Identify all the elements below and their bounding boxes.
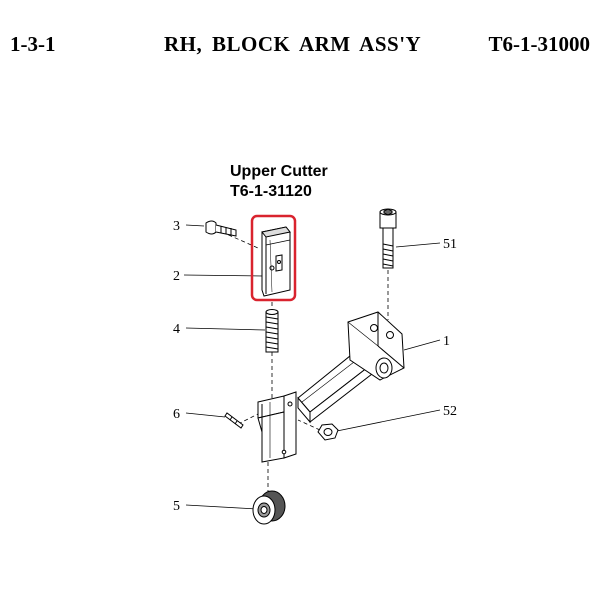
- callout-highlight-box: [250, 214, 297, 302]
- part-6-pin: [224, 412, 244, 429]
- part-1-bracket: [257, 391, 297, 463]
- part-1-block-arm: [297, 311, 405, 424]
- part-number-52: 52: [443, 404, 457, 419]
- assembly-code: T6-1-31000: [488, 32, 591, 56]
- part-4-threaded-stud: [265, 309, 279, 353]
- part-number-5: 5: [173, 499, 180, 514]
- callout-part-name: Upper Cutter: [230, 163, 328, 180]
- leader-lines: [183, 224, 441, 510]
- assembly-title: RH, BLOCK ARM ASS'Y: [164, 32, 422, 56]
- part-number-3: 3: [173, 219, 180, 234]
- part-52-hex-nut: [317, 423, 339, 441]
- part-5-roller-bearing: [252, 490, 286, 525]
- callout-part-code: T6-1-31120: [230, 183, 312, 200]
- part-number-1: 1: [443, 334, 450, 349]
- part-51-cap-screw: [379, 208, 397, 269]
- part-number-51: 51: [443, 237, 457, 252]
- part-number-6: 6: [173, 407, 180, 422]
- part-3-screw: [205, 220, 237, 237]
- part-number-4: 4: [173, 322, 180, 337]
- section-number: 1-3-1: [10, 32, 56, 56]
- part-2-upper-cutter: [261, 226, 291, 297]
- part-number-2: 2: [173, 269, 180, 284]
